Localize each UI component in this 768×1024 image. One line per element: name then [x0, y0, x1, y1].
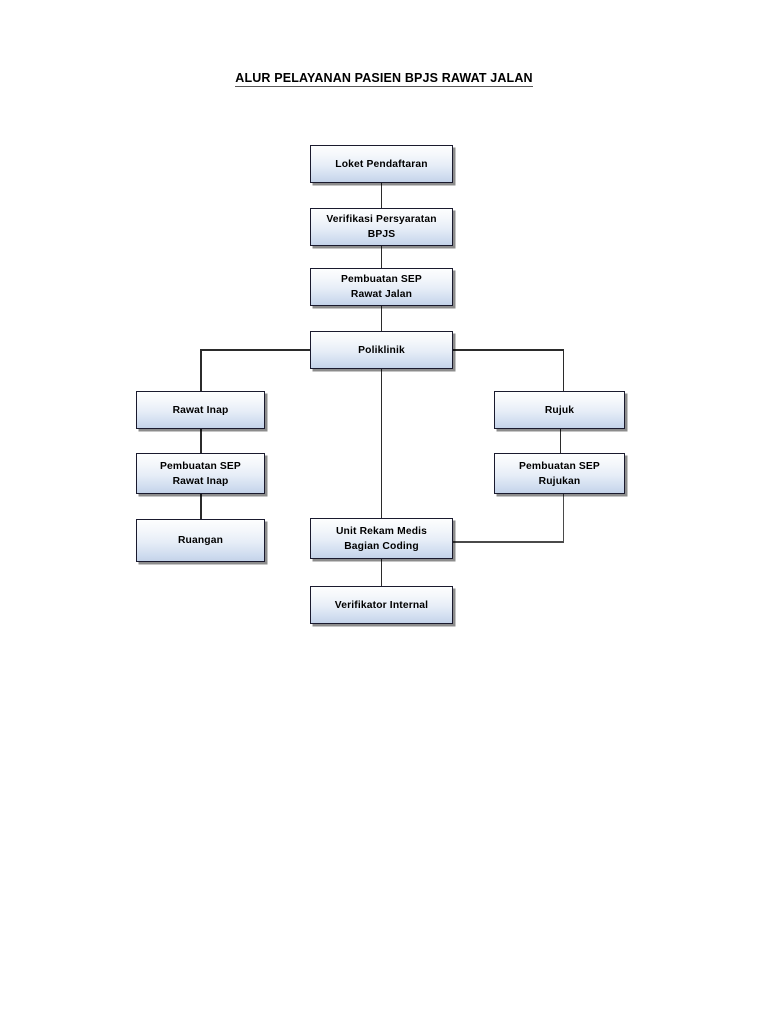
node-pembuatan-sep-rawat-jalan[interactable]: Pembuatan SEP Rawat Jalan: [310, 268, 453, 306]
edge-sep-rawat-jalan-to-poliklinik: [380, 306, 383, 332]
node-label: Unit Rekam Medis Bagian Coding: [335, 525, 428, 552]
node-loket-pendaftaran[interactable]: Loket Pendaftaran: [310, 145, 453, 183]
edge-loket-to-verifikasi: [380, 183, 383, 209]
node-ruangan[interactable]: Ruangan: [136, 519, 265, 562]
edge-rawat-inap-to-sep-rawat-inap: [200, 429, 202, 454]
edge-verifikasi-to-sep-rawat-jalan: [380, 246, 383, 269]
node-label: Rujuk: [544, 404, 575, 416]
edge-rekam-medis-to-sep-rujukan-vertical: [562, 494, 565, 542]
page-title: ALUR PELAYANAN PASIEN BPJS RAWAT JALAN: [0, 71, 768, 87]
node-rawat-inap[interactable]: Rawat Inap: [136, 391, 265, 429]
node-label: Pembuatan SEP Rawat Inap: [160, 460, 241, 487]
node-poliklinik[interactable]: Poliklinik: [310, 331, 453, 369]
node-verifikator-internal[interactable]: Verifikator Internal: [310, 586, 453, 624]
node-pembuatan-sep-rujukan[interactable]: Pembuatan SEP Rujukan: [494, 453, 625, 494]
edge-poliklinik-to-rujuk-vertical: [562, 349, 565, 392]
node-pembuatan-sep-rawat-inap[interactable]: Pembuatan SEP Rawat Inap: [136, 453, 265, 494]
node-unit-rekam-medis-bagian-coding[interactable]: Unit Rekam Medis Bagian Coding: [310, 518, 453, 559]
edge-rujuk-to-sep-rujukan: [559, 429, 562, 454]
edge-poliklinik-to-rekam-medis: [380, 369, 383, 519]
edge-sep-rawat-inap-to-ruangan: [200, 494, 202, 520]
node-label: Poliklinik: [358, 344, 405, 356]
edge-poliklinik-to-rujuk-horizontal: [452, 349, 564, 351]
node-label: Loket Pendaftaran: [335, 158, 428, 170]
node-label: Rawat Inap: [172, 404, 229, 416]
page-title-text: ALUR PELAYANAN PASIEN BPJS RAWAT JALAN: [235, 71, 533, 87]
edge-rekam-medis-to-sep-rujukan-horizontal: [452, 541, 564, 543]
edge-poliklinik-to-rawat-inap-horizontal: [200, 349, 311, 351]
node-label: Verifikator Internal: [334, 599, 429, 611]
edge-poliklinik-to-rawat-inap-vertical: [200, 349, 202, 392]
node-label: Ruangan: [177, 535, 224, 546]
node-label: Pembuatan SEP Rujukan: [519, 460, 600, 487]
node-verifikasi-persyaratan-bpjs[interactable]: Verifikasi Persyaratan BPJS: [310, 208, 453, 246]
edge-rekam-medis-to-verifikator: [380, 559, 383, 587]
node-label: Pembuatan SEP Rawat Jalan: [341, 274, 422, 300]
node-label: Verifikasi Persyaratan BPJS: [326, 214, 437, 240]
node-rujuk[interactable]: Rujuk: [494, 391, 625, 429]
